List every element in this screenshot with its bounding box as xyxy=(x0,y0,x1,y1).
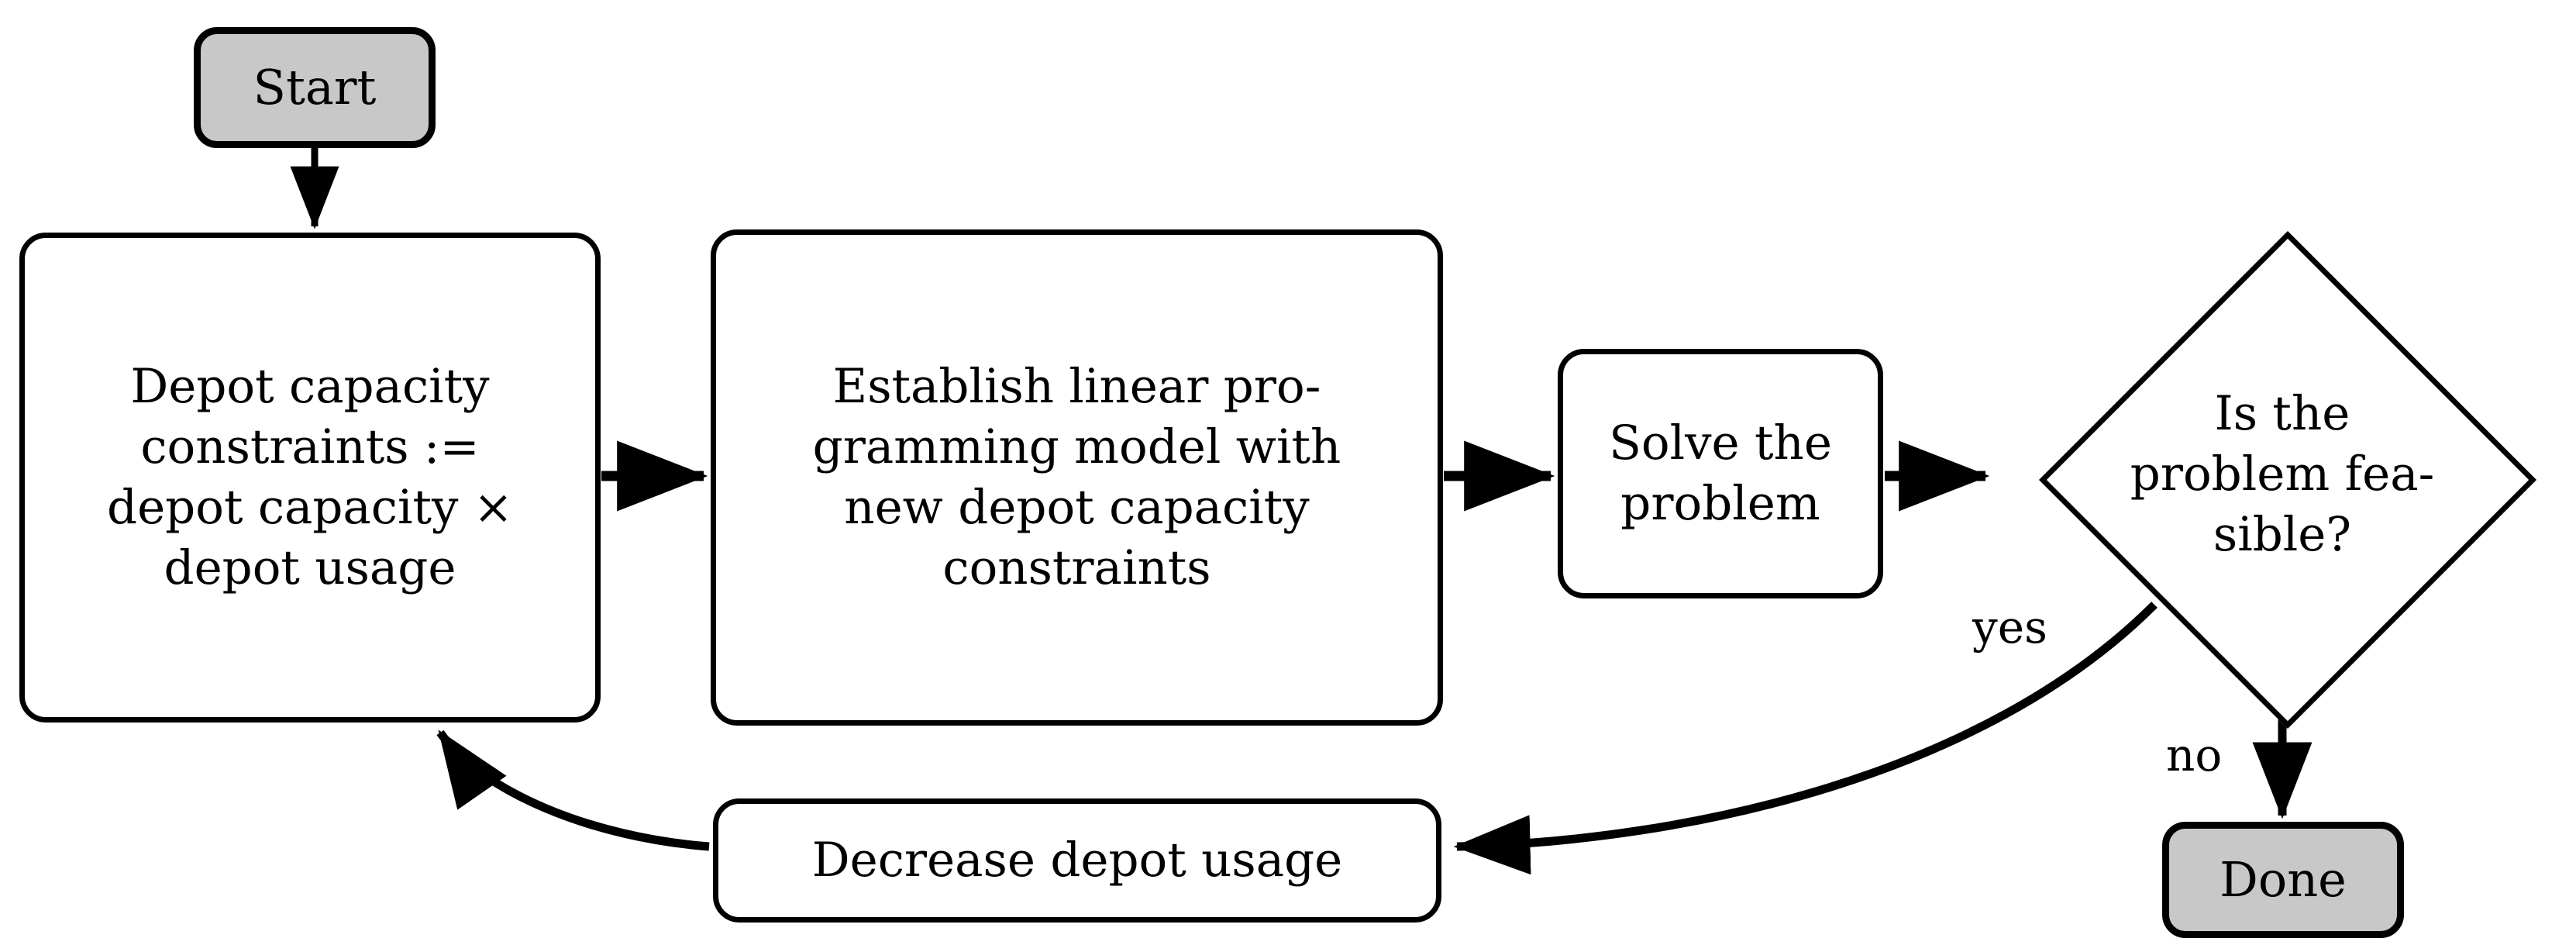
node-start-label: Start xyxy=(253,59,377,116)
node-depot-capacity[interactable]: Depot capacity constraints := depot capa… xyxy=(19,233,601,723)
node-done[interactable]: Done xyxy=(2162,822,2404,938)
node-decision-label: Is the problem fea- sible? xyxy=(2130,385,2435,563)
node-start[interactable]: Start xyxy=(194,27,436,148)
node-decision[interactable]: Is the problem fea- sible? xyxy=(1992,230,2573,729)
node-establish-model-label: Establish linear pro- gramming model wit… xyxy=(812,358,1341,596)
node-decrease-usage[interactable]: Decrease depot usage xyxy=(713,798,1441,923)
node-decrease-usage-label: Decrease depot usage xyxy=(811,832,1343,888)
edge-decrease-usage-to-depot-capacity xyxy=(436,729,710,851)
edge-label-no: no xyxy=(2166,729,2223,781)
edge-label-yes: yes xyxy=(1972,601,2047,654)
node-done-label: Done xyxy=(2220,851,2347,909)
node-solve-problem[interactable]: Solve the problem xyxy=(1558,349,1883,598)
node-establish-model[interactable]: Establish linear pro- gramming model wit… xyxy=(711,229,1443,726)
node-solve-problem-label: Solve the problem xyxy=(1609,415,1832,531)
node-depot-capacity-label: Depot capacity constraints := depot capa… xyxy=(107,358,513,596)
